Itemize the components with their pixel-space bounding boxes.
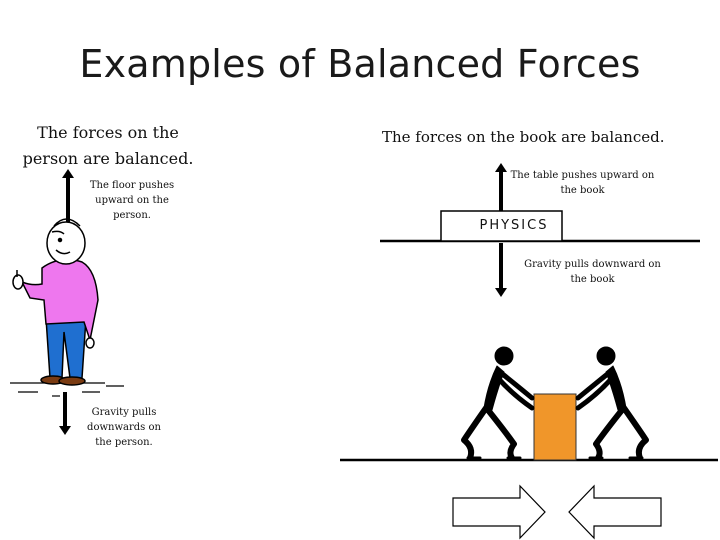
book-up-arrow — [495, 163, 507, 211]
person-up-arrow — [62, 169, 74, 222]
right-pusher-figure — [575, 346, 649, 461]
left-pointing-force-arrow — [568, 484, 662, 540]
physics-book — [440, 210, 563, 242]
person-figure — [12, 218, 99, 386]
book-gravity-label: Gravity pulls downward on the book — [524, 259, 661, 285]
slide-title: Examples of Balanced Forces — [79, 42, 641, 86]
table-push-label: The table pushes upward on the book — [510, 170, 655, 196]
right-pointing-force-arrow — [452, 484, 546, 540]
person-caption: The forces on the person are balanced. — [22, 123, 194, 168]
book-caption: The forces on the book are balanced. — [382, 128, 665, 146]
floor-push-label: The floor pushes upward on the person. — [89, 180, 175, 221]
book-down-arrow — [495, 243, 507, 297]
book-title-text: PHYSICS — [479, 218, 549, 233]
left-pusher-figure — [461, 346, 535, 461]
person-gravity-label: Gravity pulls downwards on the person. — [87, 407, 161, 448]
pushed-box — [533, 393, 577, 461]
person-down-arrow — [59, 392, 71, 435]
